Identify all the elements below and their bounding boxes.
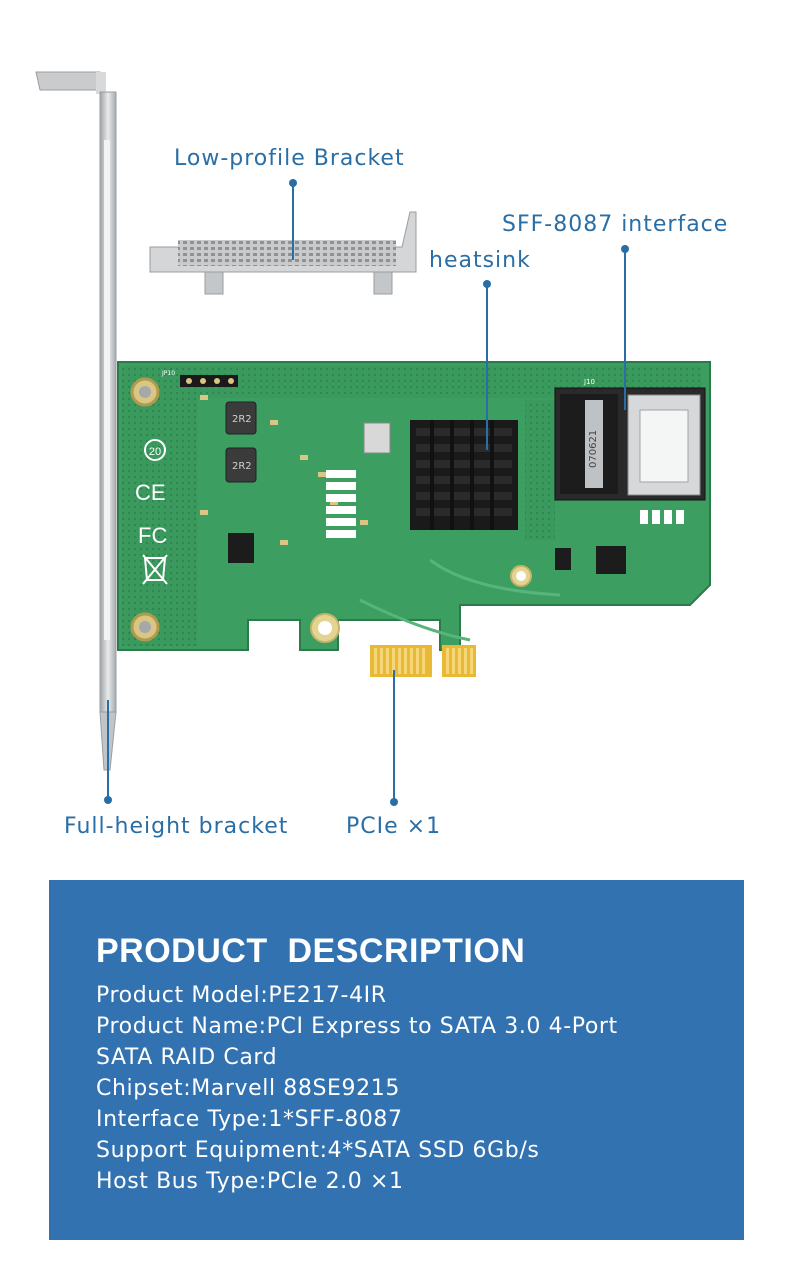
callout-full-height-bracket: Full-height bracket [64, 814, 289, 839]
callout-low-profile-bracket: Low-profile Bracket [174, 146, 405, 171]
callout-pcie-x1: PCIe ×1 [346, 814, 442, 839]
product-illustration: 20 CE FC JP10 2R2 2R2 [35, 71, 711, 806]
description-line: Host Bus Type:PCIe 2.0 ×1 [96, 1169, 404, 1194]
callout-lines [104, 179, 629, 806]
heatsink [410, 420, 518, 530]
callout-sff-8087-interface: SFF-8087 interface [502, 212, 729, 237]
description-line: Product Name:PCI Express to SATA 3.0 4-P… [96, 1014, 618, 1039]
product-description-panel: PRODUCT DESCRIPTION Product Model:PE217-… [49, 880, 744, 1240]
j10-label: J10 [583, 378, 595, 386]
callout-heatsink: heatsink [429, 248, 531, 273]
description-line: Support Equipment:4*SATA SSD 6Gb/s [96, 1138, 540, 1163]
description-line: Interface Type:1*SFF-8087 [96, 1107, 403, 1132]
product-description-title: PRODUCT DESCRIPTION [96, 932, 526, 970]
product-description-list: Product Model:PE217-4IR Product Name:PCI… [96, 980, 726, 1197]
pcie-gold-fingers [370, 645, 476, 677]
inductor-label-2: 2R2 [232, 461, 252, 472]
sff-8087-connector: 070621 J10 [554, 378, 706, 501]
inductor-label-1: 2R2 [232, 414, 252, 425]
ce-mark: CE [135, 480, 166, 505]
description-line: SATA RAID Card [96, 1045, 278, 1070]
svg-text:20: 20 [149, 446, 161, 458]
low-profile-bracket [149, 211, 417, 295]
description-line: Chipset:Marvell 88SE9215 [96, 1076, 400, 1101]
fc-mark: FC [138, 523, 167, 548]
description-line: Product Model:PE217-4IR [96, 983, 387, 1008]
jp10-label: JP10 [161, 370, 175, 377]
connector-code: 070621 [588, 430, 599, 468]
full-height-bracket [35, 71, 117, 771]
